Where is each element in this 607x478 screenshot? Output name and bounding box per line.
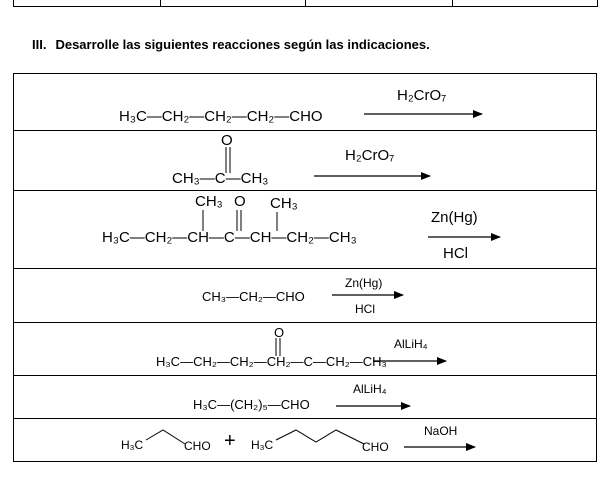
- reaction-5-formula: H₃C—CH₂—CH₂—CH₂—C—CH₂—CH₃: [156, 354, 387, 369]
- reaction-arrows: [314, 110, 501, 451]
- reaction-7-skeletal-bonds: [145, 429, 365, 445]
- row-divider: [13, 375, 597, 376]
- reaction-3-reagent-bottom: HCl: [443, 245, 468, 262]
- reaction-3-branch-left: CH₃: [195, 193, 223, 210]
- reaction-4-reagent-top: Zn(Hg): [345, 276, 383, 290]
- reaction-5-carbonyl-oxygen: O: [274, 325, 285, 340]
- reaction-7-reactant-2-methyl: H₃C: [251, 438, 274, 452]
- reaction-6-reagent: AlLiH₄: [353, 382, 387, 396]
- row-divider: [13, 190, 597, 191]
- row-divider: [13, 418, 597, 419]
- reaction-6-formula: H₃C—(CH₂)₅—CHO: [193, 397, 310, 412]
- reaction-3-formula: H₃C—CH₂—CH—C—CH—CH₂—CH₃: [102, 229, 357, 246]
- section-instructions: Desarrolle las siguientes reacciones seg…: [55, 37, 430, 52]
- reaction-7-reactant-2-aldehyde: CHO: [362, 440, 389, 454]
- reaction-1-reagent: H₂CrO₇: [397, 87, 447, 104]
- reaction-3-reagent-top: Zn(Hg): [431, 209, 478, 226]
- row-divider: [13, 322, 597, 323]
- reaction-4-reagent-bottom: HCl: [355, 302, 375, 316]
- section-number: III.: [32, 37, 47, 52]
- reaction-2-carbonyl-bond: [225, 147, 231, 173]
- reaction-5-reagent: AlLiH₄: [394, 337, 428, 351]
- reaction-7-reactant-1-methyl: H₃C: [121, 438, 144, 452]
- reaction-7-plus-sign: +: [224, 430, 236, 452]
- reactions-table: [13, 73, 597, 462]
- reaction-1-formula: H₃C—CH₂—CH₂—CH₂—CHO: [119, 108, 323, 125]
- reaction-7-reagent: NaOH: [424, 424, 458, 438]
- reaction-5-carbonyl-bond: [275, 338, 281, 356]
- row-divider: [13, 130, 597, 131]
- section-heading: III. Desarrolle las siguientes reacciones…: [32, 37, 430, 52]
- reaction-7-reactant-1-aldehyde: CHO: [184, 439, 211, 453]
- reaction-2-formula: CH₃—C—CH₃: [172, 170, 269, 187]
- row-divider: [13, 268, 597, 269]
- reaction-3-branch-oxygen: O: [234, 193, 246, 210]
- reaction-2-carbonyl-oxygen: O: [221, 132, 233, 149]
- previous-table-edge: [13, 0, 598, 7]
- reaction-4-formula: CH₃—CH₂—CHO: [202, 289, 305, 304]
- reaction-3-branch-right: CH₃: [270, 195, 298, 212]
- reaction-3-branch-bonds: [202, 210, 278, 231]
- reaction-2-reagent: H₂CrO₇: [345, 147, 395, 164]
